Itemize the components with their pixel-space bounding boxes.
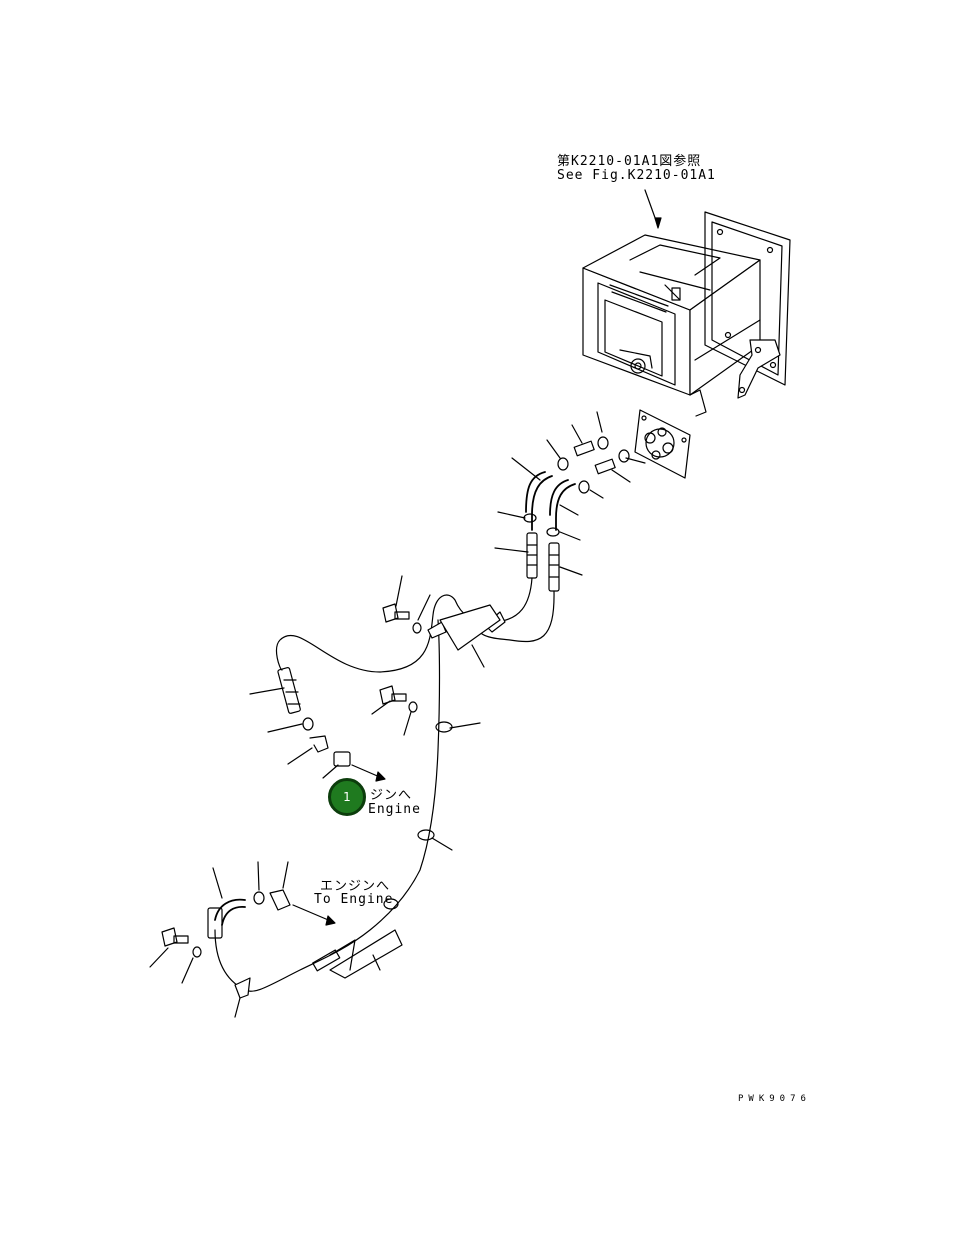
heater-unit bbox=[582, 211, 791, 399]
engine-label-2-english: To Engine bbox=[314, 892, 394, 907]
reference-japanese: 第K2210-01A1図参照 bbox=[557, 154, 702, 169]
callout-marker[interactable]: 1 bbox=[328, 778, 366, 816]
drawing-code: PWK9076 bbox=[738, 1094, 811, 1104]
leader-lines bbox=[149, 411, 646, 1018]
upper-fittings bbox=[557, 436, 630, 494]
engine-label-1-english: Engine bbox=[368, 802, 421, 817]
heater-valve-plate bbox=[634, 389, 707, 479]
clips bbox=[234, 604, 506, 999]
reference-english: See Fig.K2210-01A1 bbox=[557, 168, 716, 183]
engine-label-1-japanese: ジンへ bbox=[370, 788, 413, 803]
callout-number: 1 bbox=[343, 790, 351, 804]
engine-label-2-japanese: エンジンへ bbox=[320, 879, 391, 894]
bolts bbox=[161, 603, 422, 958]
